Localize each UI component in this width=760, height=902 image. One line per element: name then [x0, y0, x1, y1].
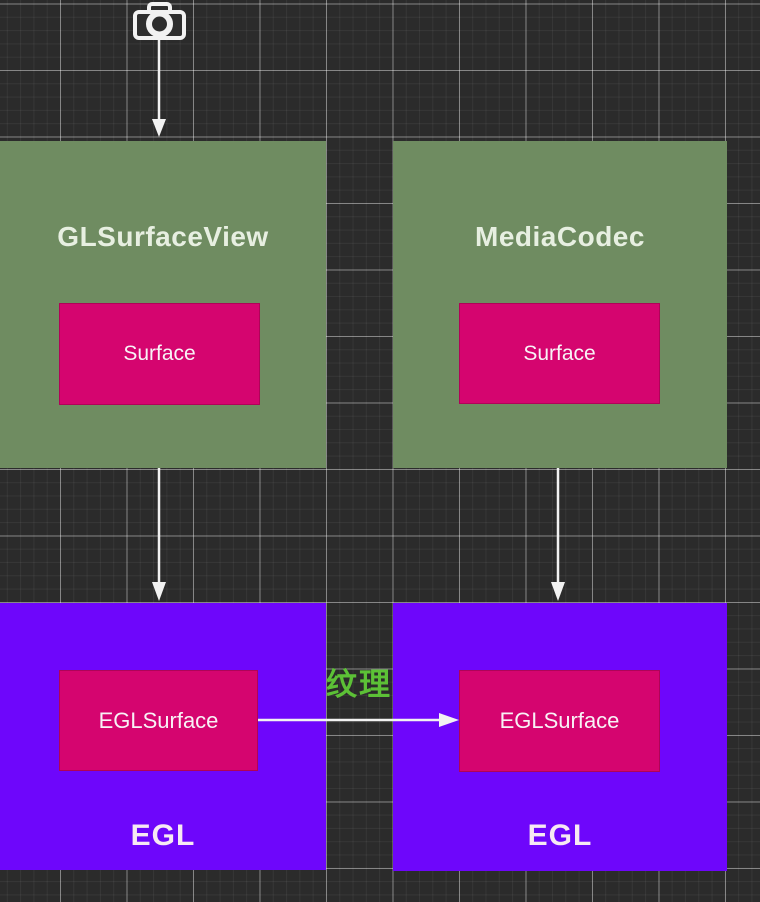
glsurfaceview-surface-label: Surface	[123, 342, 196, 365]
texture-label: 纹理	[326, 667, 392, 702]
arrow-camera-to-glsurfaceview	[152, 37, 166, 137]
camera-icon	[131, 1, 187, 46]
arrow-glsurfaceview-to-egl	[152, 468, 166, 601]
egl-right-box: EGLSurface EGL	[393, 603, 727, 871]
glsurfaceview-title: GLSurfaceView	[57, 221, 269, 252]
egl-right-eglsurface-label: EGLSurface	[499, 708, 620, 733]
mediacodec-surface-box: Surface	[459, 303, 660, 404]
egl-left-title: EGL	[130, 819, 196, 852]
glsurfaceview-surface-box: Surface	[59, 303, 260, 405]
arrow-eglsurface-to-eglsurface	[258, 713, 459, 727]
egl-left-eglsurface-label: EGLSurface	[98, 707, 219, 733]
egl-right-title: EGL	[527, 819, 593, 852]
egl-left-eglsurface-box: EGLSurface	[59, 670, 258, 771]
mediacodec-title: MediaCodec	[475, 221, 645, 252]
mediacodec-box: MediaCodec Surface	[393, 141, 727, 468]
egl-right-eglsurface-box: EGLSurface	[459, 670, 660, 772]
mediacodec-surface-label: Surface	[523, 341, 596, 365]
arrow-mediacodec-to-egl	[551, 468, 565, 601]
glsurfaceview-box: GLSurfaceView Surface	[0, 141, 326, 468]
egl-left-box: EGLSurface EGL	[0, 603, 326, 870]
